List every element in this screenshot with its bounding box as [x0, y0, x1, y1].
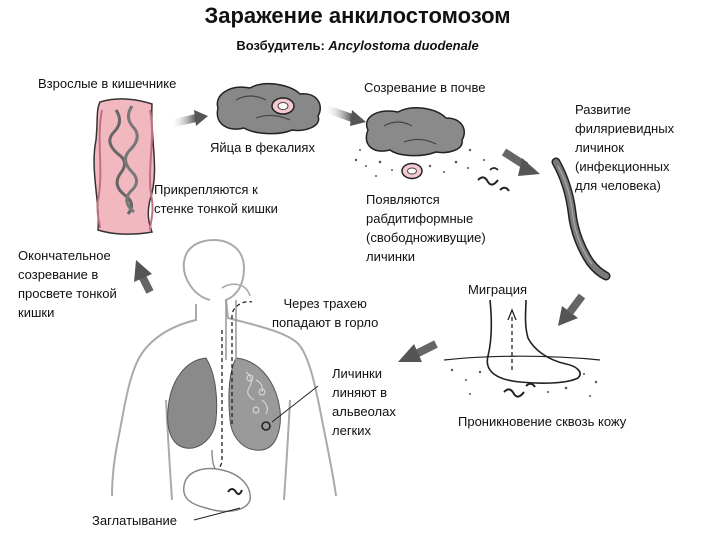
label-molt-line: Личинки: [332, 366, 382, 381]
soil-maturation-illustration: [354, 106, 510, 192]
subtitle: Возбудитель: Ancylostoma duodenale: [0, 38, 715, 53]
label-adults: Взрослые в кишечнике: [38, 76, 177, 91]
label-filariform-line: (инфекционных: [575, 159, 670, 174]
subtitle-prefix: Возбудитель:: [236, 38, 325, 53]
label-swallow: Заглатывание: [92, 513, 178, 528]
label-rhabditiform-line: рабдитиформные: [366, 211, 474, 226]
label-eggs: Яйца в фекалиях: [210, 140, 315, 155]
arrow-to-soil: [322, 104, 366, 126]
label-filariform-line: филяриевидных: [575, 121, 675, 136]
label-filariform-line: для человека): [575, 178, 661, 193]
eggs-in-feces-illustration: [216, 82, 321, 135]
label-attach-line: стенке тонкой кишки: [154, 201, 278, 216]
label-final-line: созревание в: [18, 267, 99, 282]
label-rhabditiform-line: Появляются: [366, 192, 440, 207]
label-final-line: кишки: [18, 305, 55, 320]
foot-illustration: [443, 299, 601, 398]
human-body-illustration: [111, 238, 337, 501]
cycle-arrows: [134, 104, 586, 362]
label-filariform: Развитие филяриевидных личинок (инфекцио…: [575, 100, 674, 195]
label-trachea-line: Через трахею: [283, 296, 367, 311]
label-soil: Созревание в почве: [364, 80, 486, 95]
label-molt-line: легких: [332, 423, 372, 438]
label-molt-line: линяют в: [332, 385, 388, 400]
label-rhabditiform: Появляются рабдитиформные (свободноживущ…: [366, 190, 486, 266]
filariform-larva-illustration: [551, 157, 611, 281]
label-rhabditiform-line: (свободноживущие): [366, 230, 486, 245]
arrow-to-eggs: [169, 110, 208, 128]
label-filariform-line: Развитие: [575, 102, 631, 117]
subtitle-species: Ancylostoma duodenale: [328, 38, 479, 53]
label-trachea: Через трахею попадают в горло: [272, 294, 378, 332]
arrow-to-lungs: [398, 340, 438, 362]
arrow-to-final: [134, 260, 154, 294]
arrow-to-foot: [558, 293, 586, 326]
lungs-illustration: [167, 357, 281, 451]
label-molt-line: альвеолах: [332, 404, 396, 419]
pointer-line: [271, 385, 319, 423]
label-penetration: Проникновение сквозь кожу: [458, 414, 627, 429]
label-attach: Прикрепляются к стенке тонкой кишки: [154, 180, 278, 218]
label-final-line: Окончательное: [18, 248, 111, 263]
arrow-to-larva: [501, 148, 540, 176]
label-trachea-line: попадают в горло: [272, 315, 379, 330]
stomach-illustration: [182, 467, 251, 513]
page-title: Заражение анкилостомозом: [204, 3, 511, 28]
label-migration: Миграция: [468, 282, 528, 297]
label-final-line: просвете тонкой: [18, 286, 117, 301]
label-rhabditiform-line: личинки: [366, 249, 416, 264]
label-final-maturation: Окончательное созревание в просвете тонк…: [18, 246, 117, 322]
label-attach-line: Прикрепляются к: [154, 182, 258, 197]
label-molt: Личинки линяют в альвеолах легких: [332, 364, 396, 440]
pointer-line: [193, 507, 241, 521]
label-filariform-line: личинок: [575, 140, 624, 155]
intestine-illustration: [93, 98, 156, 235]
